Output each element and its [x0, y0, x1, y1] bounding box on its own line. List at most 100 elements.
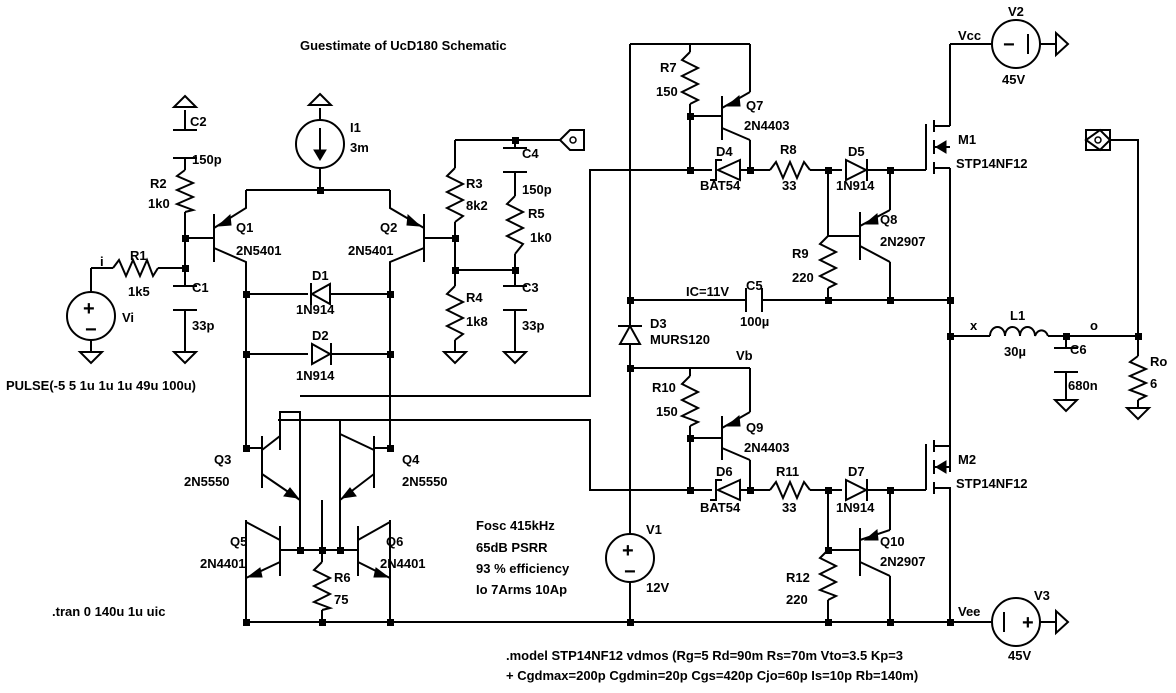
- label-c5-ref: C5: [746, 278, 763, 293]
- voltage-source-v2: −: [991, 19, 1041, 69]
- mosfets: [925, 120, 951, 514]
- label-d5-value: 1N914: [836, 178, 875, 193]
- label-net-x: x: [970, 318, 978, 333]
- svg-text:+: +: [622, 540, 634, 562]
- label-c1-value: 33p: [192, 318, 214, 333]
- label-m1-value: STP14NF12: [956, 156, 1028, 171]
- label-d3-ref: D3: [650, 316, 667, 331]
- label-q6-value: 2N4401: [380, 556, 426, 571]
- label-fosc: Fosc 415kHz: [476, 518, 555, 533]
- label-r7-value: 150: [656, 84, 678, 99]
- svg-text:−: −: [85, 319, 97, 341]
- label-v3-ref: V3: [1034, 588, 1050, 603]
- resistor-ro: [1127, 355, 1149, 401]
- schematic-title: Guestimate of UcD180 Schematic: [300, 38, 507, 53]
- label-c2-value: 150p: [192, 152, 222, 167]
- capacitor-c4: [503, 147, 527, 173]
- label-q10-value: 2N2907: [880, 554, 926, 569]
- label-r4-value: 1k8: [466, 314, 488, 329]
- transistor-q7: [721, 91, 751, 141]
- resistor-r9: [817, 235, 839, 289]
- label-d7-value: 1N914: [836, 500, 875, 515]
- label-d2-value: 1N914: [296, 368, 335, 383]
- label-vi-ref: Vi: [122, 310, 134, 325]
- label-r1-ref: R1: [130, 248, 147, 263]
- label-psrr: 65dB PSRR: [476, 540, 548, 555]
- label-r7-ref: R7: [660, 60, 677, 75]
- label-d1-ref: D1: [312, 268, 329, 283]
- resistors: [112, 51, 1149, 611]
- label-m2-ref: M2: [958, 452, 976, 467]
- junctions: [182, 113, 1142, 626]
- label-v1-ref: V1: [646, 522, 662, 537]
- label-c4-value: 150p: [522, 182, 552, 197]
- label-r2-ref: R2: [150, 176, 167, 191]
- label-io: Io 7Arms 10Ap: [476, 582, 567, 597]
- label-c6-value: 680n: [1068, 378, 1098, 393]
- label-net-vee: Vee: [958, 604, 980, 619]
- label-q7-value: 2N4403: [744, 118, 790, 133]
- voltage-source-v1: + −: [605, 533, 655, 583]
- label-ic: IC=11V: [686, 284, 729, 299]
- label-d6-ref: D6: [716, 464, 733, 479]
- transistor-q1: [213, 190, 247, 270]
- resistor-r7: [679, 51, 701, 105]
- label-q6-ref: Q6: [386, 534, 403, 549]
- label-r5-value: 1k0: [530, 230, 552, 245]
- label-i1-ref: I1: [350, 120, 361, 135]
- svg-text:+: +: [83, 298, 95, 320]
- resistor-r3: [444, 167, 466, 223]
- label-q9-ref: Q9: [746, 420, 763, 435]
- label-v3-value: 45V: [1008, 648, 1031, 663]
- label-q2-value: 2N5401: [348, 243, 394, 258]
- label-r6-ref: R6: [334, 570, 351, 585]
- capacitors: [173, 129, 1078, 373]
- label-q9-value: 2N4403: [744, 440, 790, 455]
- label-q4-ref: Q4: [402, 452, 420, 467]
- label-r11-value: 33: [782, 500, 796, 515]
- label-q2-ref: Q2: [380, 220, 397, 235]
- label-tran: .tran 0 140u 1u uic: [52, 604, 165, 619]
- sources: + − + − − +: [66, 19, 1041, 647]
- voltage-source-v3: +: [991, 597, 1041, 647]
- diodes: [309, 158, 869, 502]
- svg-text:−: −: [624, 561, 636, 583]
- label-r6-value: 75: [334, 592, 348, 607]
- current-source-i1: [295, 119, 345, 169]
- label-net-i: i: [100, 254, 104, 269]
- mosfet-m1: [925, 120, 950, 174]
- label-d4-ref: D4: [716, 144, 733, 159]
- label-r12-value: 220: [786, 592, 808, 607]
- resistor-r4: [444, 285, 466, 341]
- label-r10-ref: R10: [652, 380, 676, 395]
- label-c2-ref: C2: [190, 114, 207, 129]
- label-d3-value: MURS120: [650, 332, 710, 347]
- label-q10-ref: Q10: [880, 534, 905, 549]
- label-r12-ref: R12: [786, 570, 810, 585]
- label-i1-value: 3m: [350, 140, 369, 155]
- diode-d7: [845, 478, 869, 502]
- svg-text:−: −: [1003, 34, 1015, 56]
- label-d1-value: 1N914: [296, 302, 335, 317]
- label-l1-value: 30µ: [1004, 344, 1026, 359]
- label-v1-value: 12V: [646, 580, 669, 595]
- label-r1-value: 1k5: [128, 284, 150, 299]
- label-q5-value: 2N4401: [200, 556, 246, 571]
- capacitor-c5: [745, 288, 763, 312]
- port-flag-output: [1084, 128, 1112, 152]
- transistor-q9: [721, 411, 751, 461]
- diode-d2: [311, 342, 333, 366]
- label-r9-ref: R9: [792, 246, 809, 261]
- mosfet-m2: [925, 440, 951, 514]
- svg-text:+: +: [1022, 612, 1034, 634]
- label-d6-value: BAT54: [700, 500, 741, 515]
- label-q1-ref: Q1: [236, 220, 253, 235]
- label-model-line2: + Cgdmax=200p Cgdmin=20p Cgs=420p Cjo=60…: [506, 668, 918, 683]
- label-r3-ref: R3: [466, 176, 483, 191]
- diode-d4: [710, 158, 741, 182]
- label-q4-value: 2N5550: [402, 474, 448, 489]
- label-l1-ref: L1: [1010, 308, 1025, 323]
- label-q8-value: 2N2907: [880, 234, 926, 249]
- capacitor-c3: [503, 285, 527, 311]
- resistor-r6: [311, 561, 334, 611]
